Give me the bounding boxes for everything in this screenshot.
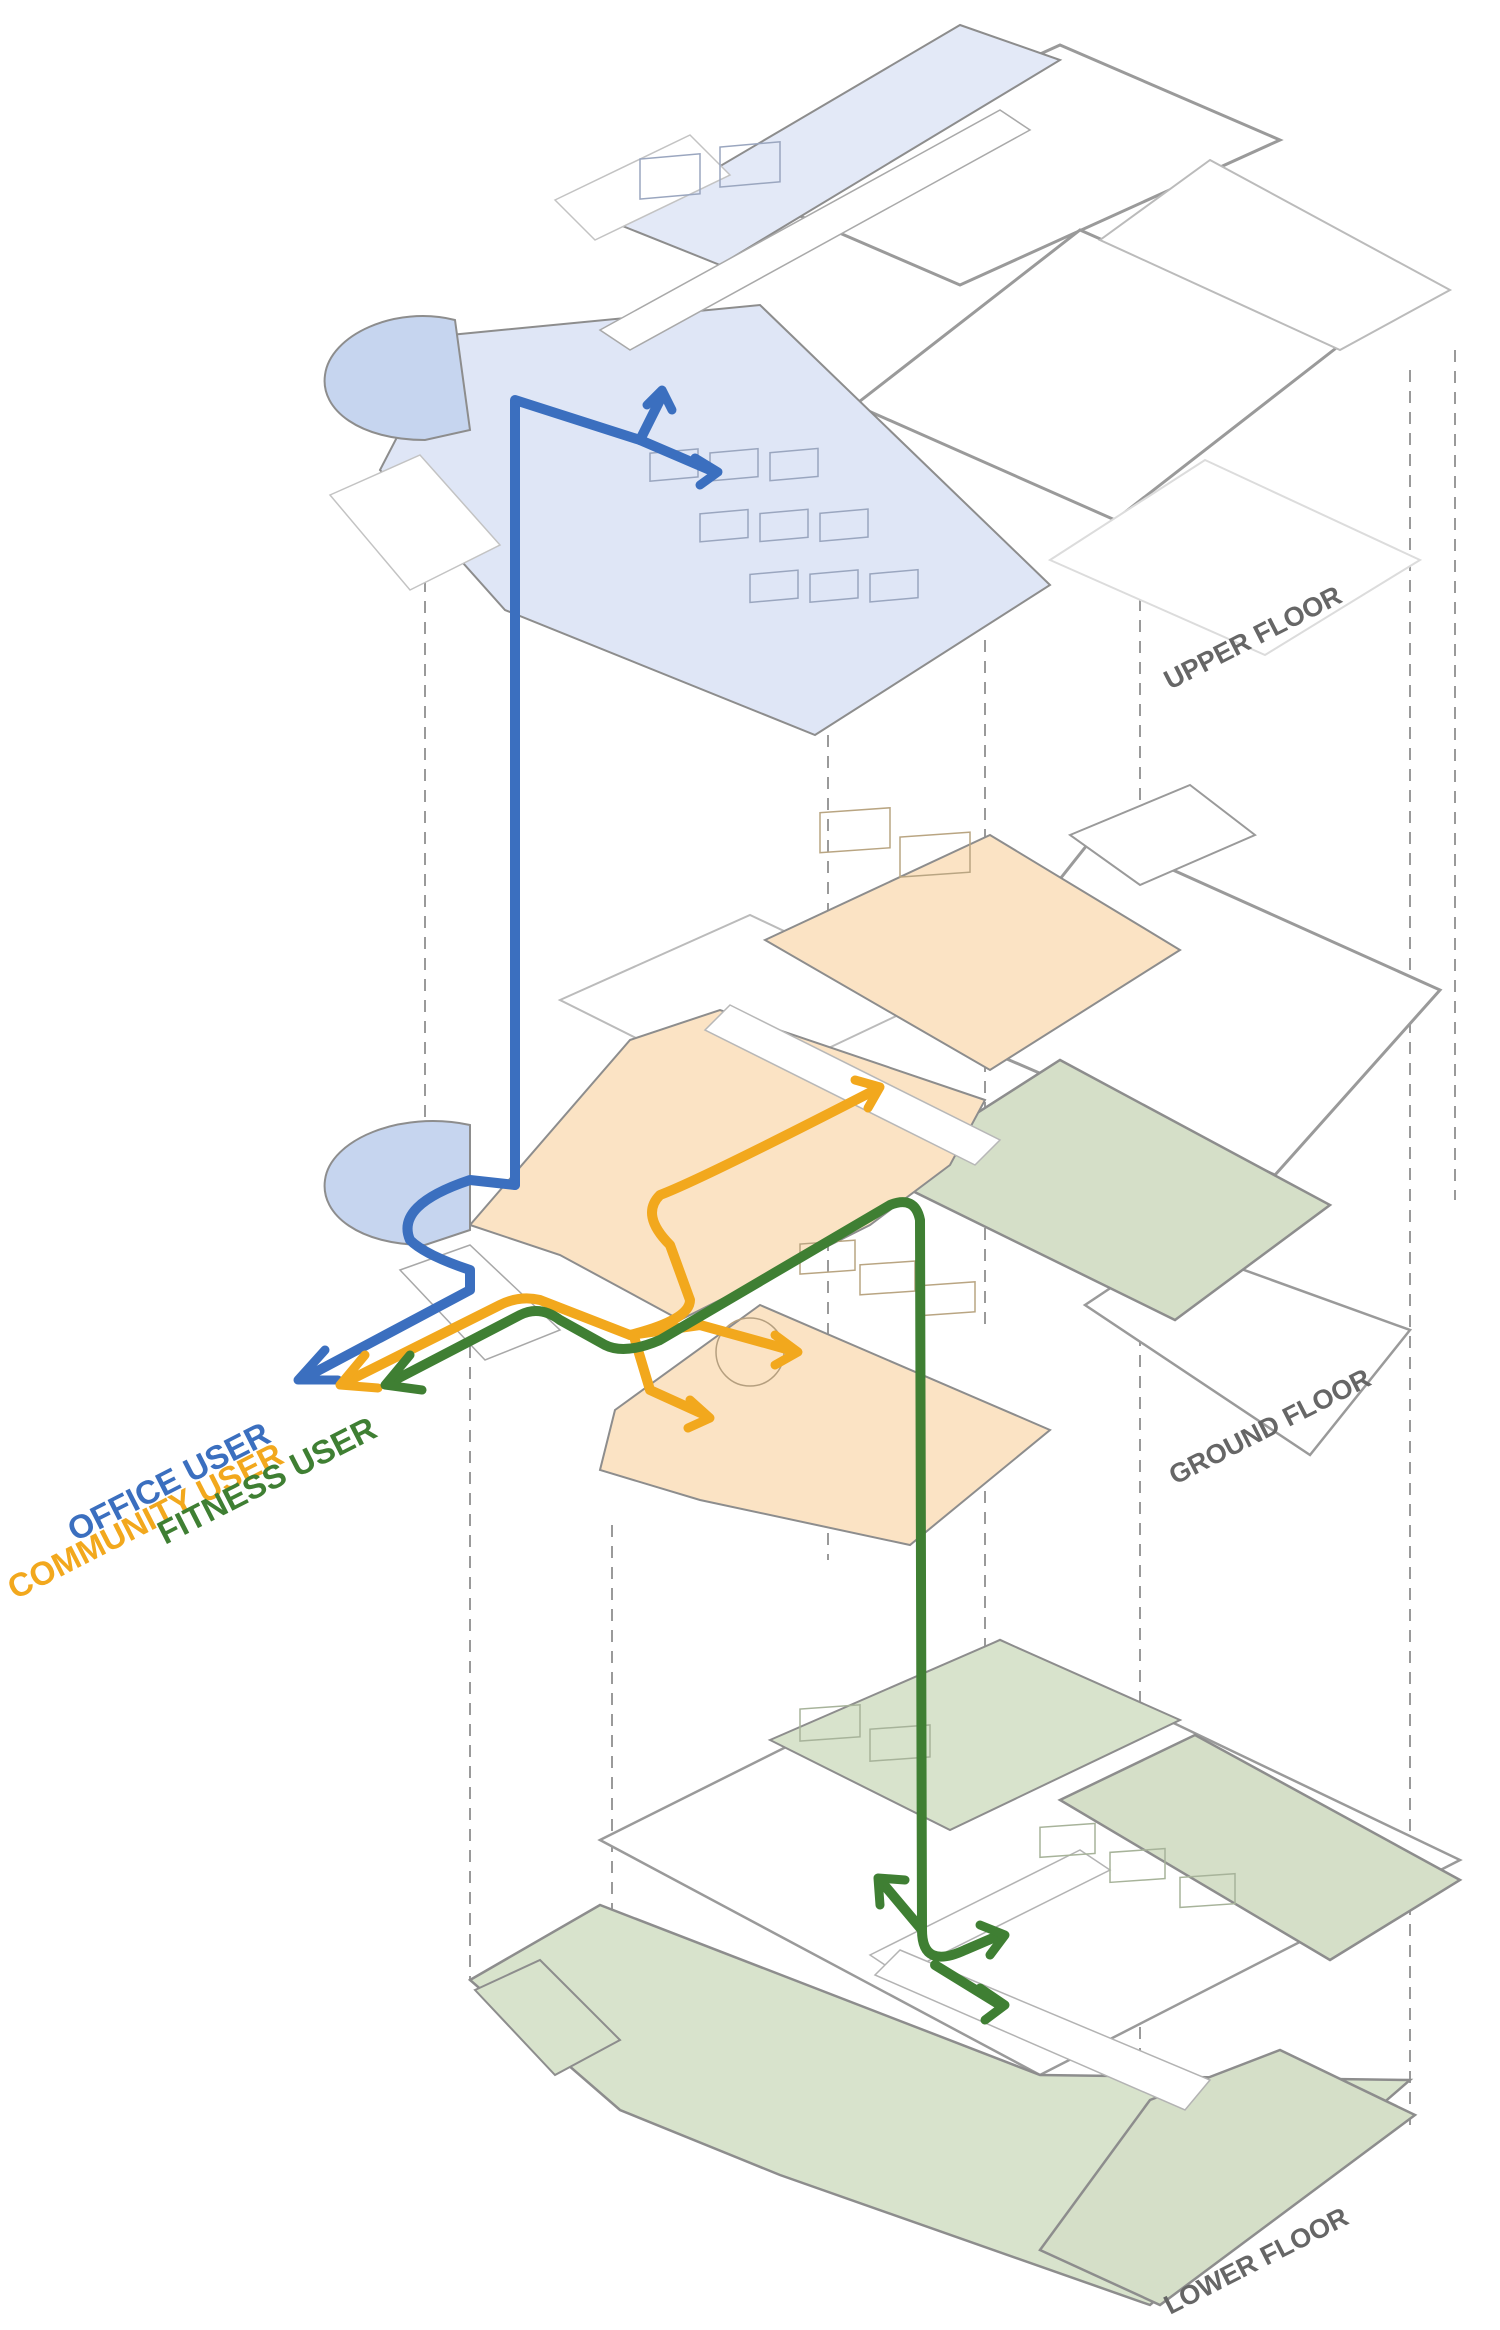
office-arrowhead-ne: [642, 385, 677, 415]
fitness-arrowhead-sw: [380, 1350, 427, 1395]
lower-floor-rooms: [799, 1704, 1236, 1909]
upper-floor-terrace: [1047, 458, 1423, 657]
community-user-route: [335, 1075, 885, 1433]
office-arrowhead-se: [690, 453, 723, 490]
upper-floor-stair-north: [553, 134, 732, 241]
route-legend: OFFICE USER COMMUNITY USER FITNESS USER: [1, 1409, 382, 1606]
community-arrowhead-e: [770, 1330, 803, 1370]
office-arrowhead-sw: [293, 1345, 343, 1385]
fitness-arrowhead-se: [975, 1983, 1010, 2025]
community-arrowhead-se: [683, 1395, 715, 1433]
lower-floor-cross-corridor: [873, 1949, 1212, 2111]
ground-floor-plan: GROUND FLOOR: [323, 783, 1443, 1547]
lower-floor-pool: [1057, 1733, 1463, 1962]
ground-floor-corridor: [703, 1004, 1002, 1166]
fitness-user-route: [380, 1197, 1010, 2025]
upper-floor-east-wing: [1098, 158, 1453, 352]
upper-floor-plan: UPPER FLOOR: [323, 23, 1453, 737]
upper-floor-rotunda: [323, 315, 472, 442]
community-arrowhead-ne: [850, 1075, 885, 1113]
upper-floor-stair-west: [328, 454, 502, 591]
lower-floor-west-area: [473, 1958, 622, 2077]
upper-floor-corridor: [598, 109, 1032, 351]
alignment-lines: [424, 350, 1456, 2210]
fitness-arrowhead-ne: [975, 1920, 1010, 1960]
ground-floor-rooms: [799, 806, 976, 1317]
community-arrowhead-sw: [335, 1350, 383, 1393]
ground-floor-east-outline: [1067, 783, 1257, 887]
ground-floor-community-north: [762, 833, 1182, 1072]
ground-floor-rotunda: [323, 1120, 471, 1247]
office-user-route: [293, 385, 723, 1385]
ground-floor-community-south: [598, 1303, 1052, 1547]
legend-community-user: COMMUNITY USER: [1, 1435, 289, 1606]
ground-floor-fitness-court: [877, 1058, 1333, 1322]
lower-floor-plan: LOWER FLOOR: [467, 1638, 1463, 2320]
lower-floor-court: [1038, 2048, 1418, 2307]
fitness-arrowhead-nw: [873, 1873, 910, 1910]
